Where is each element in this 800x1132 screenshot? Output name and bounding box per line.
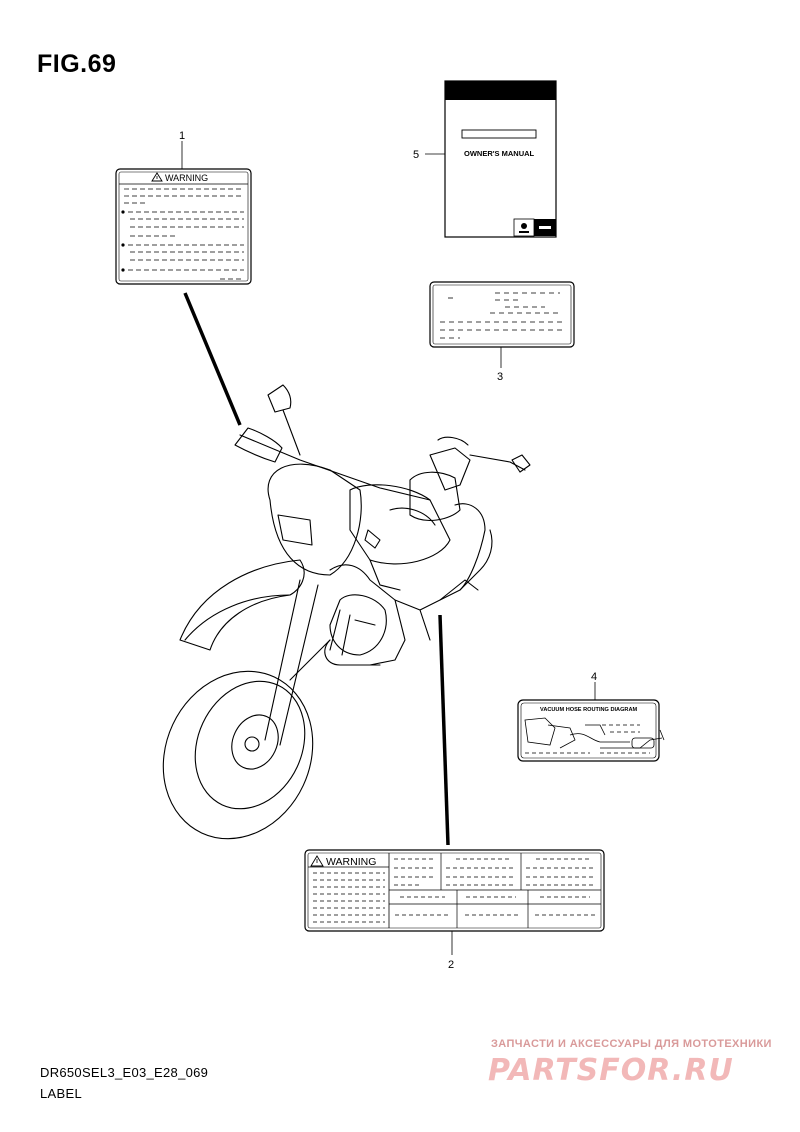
warning-label-1-heading: WARNING xyxy=(165,173,208,183)
callout-2: 2 xyxy=(448,959,454,971)
info-label-3-text-lines xyxy=(440,292,565,339)
vacuum-hose-label-4[interactable]: VACUUM HOSE ROUTING DIAGRAM xyxy=(517,699,665,762)
figure-title: FIG.69 xyxy=(37,50,117,78)
vacuum-hose-title: VACUUM HOSE ROUTING DIAGRAM xyxy=(540,707,638,713)
warning-triangle-icon xyxy=(151,172,163,182)
watermark-logo: PARTSFOR.RU xyxy=(488,1053,734,1088)
info-label-3[interactable] xyxy=(429,281,575,348)
tire-info-table xyxy=(389,853,601,928)
warning-triangle-icon-2 xyxy=(310,855,324,867)
warning-label-2-heading: WARNING xyxy=(326,856,376,868)
brand-logo-icon xyxy=(521,223,527,229)
figure-caption: LABEL xyxy=(40,1086,82,1101)
warning-label-1-text-lines xyxy=(124,188,244,280)
hose-diagram-icon xyxy=(524,717,665,749)
warning-label-2[interactable]: WARNING xyxy=(304,849,605,932)
callout-5: 5 xyxy=(413,149,419,161)
owners-manual-title: OWNER'S MANUAL xyxy=(464,149,535,158)
owners-manual[interactable]: OWNER'S MANUAL xyxy=(444,80,557,238)
callout-1: 1 xyxy=(179,130,185,142)
watermark-tagline: ЗАПЧАСТИ И АКСЕССУАРЫ ДЛЯ МОТОТЕХНИКИ xyxy=(491,1038,772,1050)
warning-label-1[interactable]: WARNING xyxy=(115,168,252,285)
callout-3: 3 xyxy=(497,371,503,383)
motorcycle-illustration xyxy=(162,384,531,840)
warning-label-1-bullets xyxy=(121,210,125,272)
pointer-lines xyxy=(183,292,450,846)
callout-4: 4 xyxy=(591,671,597,683)
model-code: DR650SEL3_E03_E28_069 xyxy=(40,1065,209,1080)
